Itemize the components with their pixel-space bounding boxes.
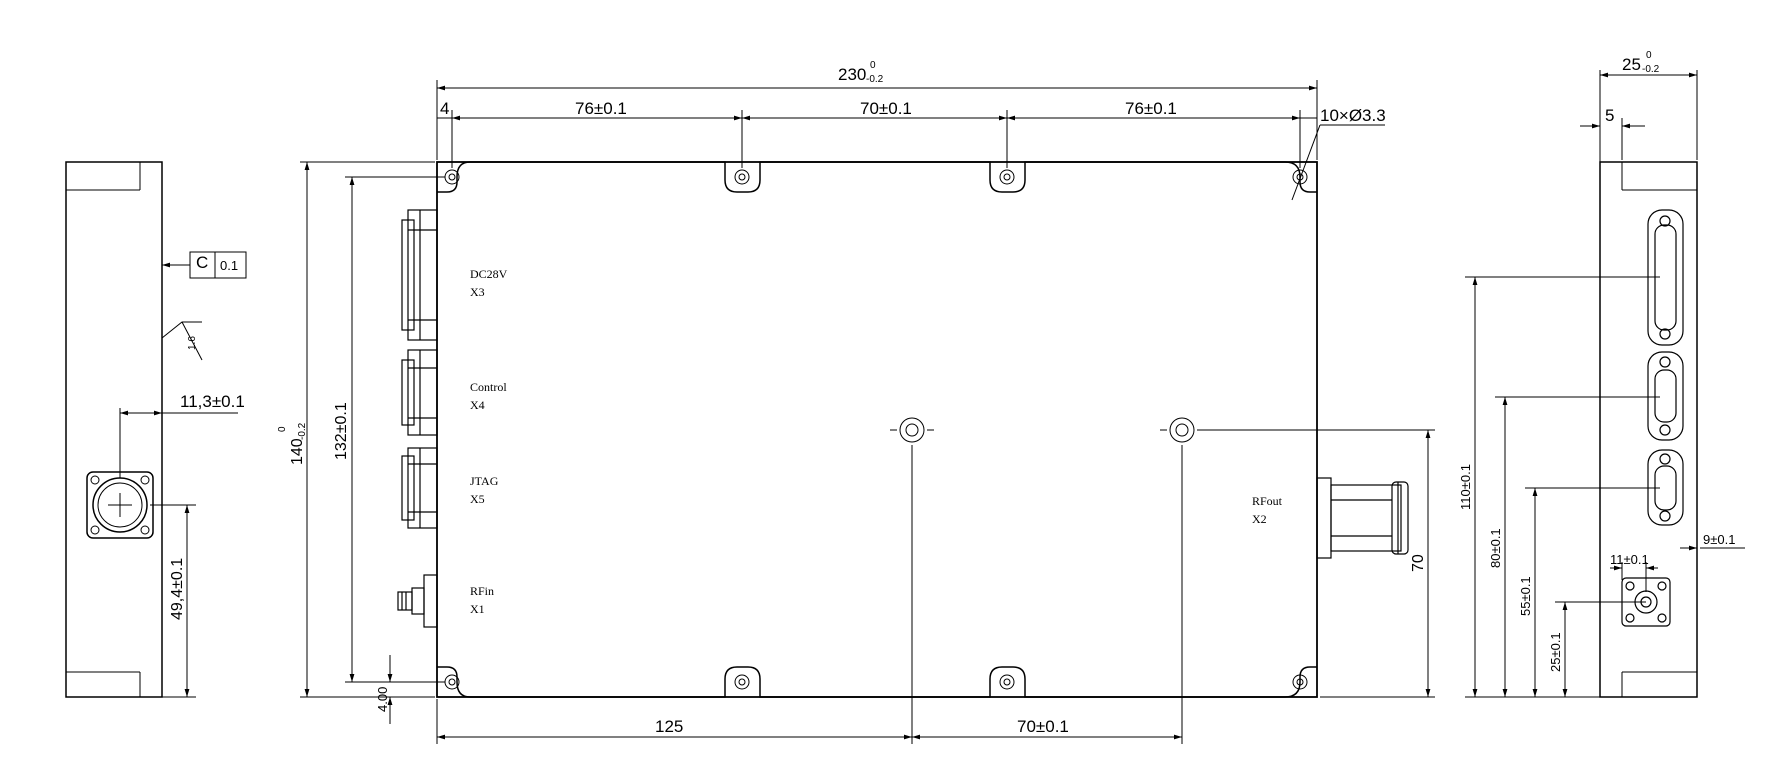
h55-dim: 55±0.1 [1518,576,1533,616]
connector-x3 [401,209,438,341]
flatness-frame [189,251,247,279]
height-tol-lower: -0.2 [297,422,308,440]
height-tol-upper: 0 [277,426,288,432]
dc-label: DC28V [470,267,508,281]
flatness-datum: C [196,253,208,272]
jtag-id: X5 [470,492,485,506]
height-dim: 140 [289,438,306,465]
left-side-view [65,161,247,698]
inner-height-dim: 132±0.1 [333,402,350,460]
left-offset-dim: 4 [440,99,449,118]
connector-x1 [397,574,438,628]
rfin-id: X1 [470,602,485,616]
connector-x5 [401,447,438,529]
right-70-dim: 70 [1410,554,1427,572]
right-body-outline [1599,161,1698,698]
ctrl-label: Control [470,380,507,394]
connector-height-dim: 49,4±0.1 [169,558,186,620]
roughness-symbol [161,321,203,361]
rfout-id: X2 [1252,512,1267,526]
connector-x4 [401,349,438,436]
jtag-label: JTAG [470,474,499,488]
right-side-view [1465,70,1745,698]
depth-tol-upper: 0 [1646,50,1652,61]
spacing-c-dim: 76±0.1 [1125,99,1177,118]
spacing-a-dim: 76±0.1 [575,99,627,118]
flatness-value: 0.1 [220,258,238,273]
dc-id: X3 [470,285,485,299]
bottom-offset-dim: 4.00 [375,687,390,712]
lip-dim: 5 [1605,106,1614,125]
h80-dim: 80±0.1 [1488,528,1503,568]
main-body-outline [436,161,1318,698]
bottom-125-dim: 125 [655,717,683,736]
w11-dim: 11±0.1 [1610,552,1649,567]
left-connector [86,471,154,539]
overall-width-tol-lower: -0.2 [866,74,884,85]
mounting-holes [444,169,1308,690]
ctrl-id: X4 [470,398,485,412]
right-connector-x4 [1647,351,1684,441]
roughness-value: 1.6 [187,336,198,350]
overall-width-tol-upper: 0 [870,60,876,71]
depth-dim: 25 [1622,55,1641,74]
connector-x2 [1316,477,1409,559]
main-view [300,80,1435,744]
rfout-label: RFout [1252,494,1283,508]
connector-offset-dim: 11,3±0.1 [180,392,245,411]
depth-tol-lower: -0.2 [1642,64,1660,75]
overall-width-dim: 230 [838,65,866,84]
rfin-label: RFin [470,584,494,598]
left-body-outline [65,161,163,698]
h110-dim: 110±0.1 [1458,464,1473,510]
holes-callout: 10×Ø3.3 [1320,106,1386,125]
bottom-70-dim: 70±0.1 [1017,717,1069,736]
spacing-b-dim: 70±0.1 [860,99,912,118]
h25-dim: 25±0.1 [1548,632,1563,672]
w9-dim: 9±0.1 [1703,532,1735,547]
